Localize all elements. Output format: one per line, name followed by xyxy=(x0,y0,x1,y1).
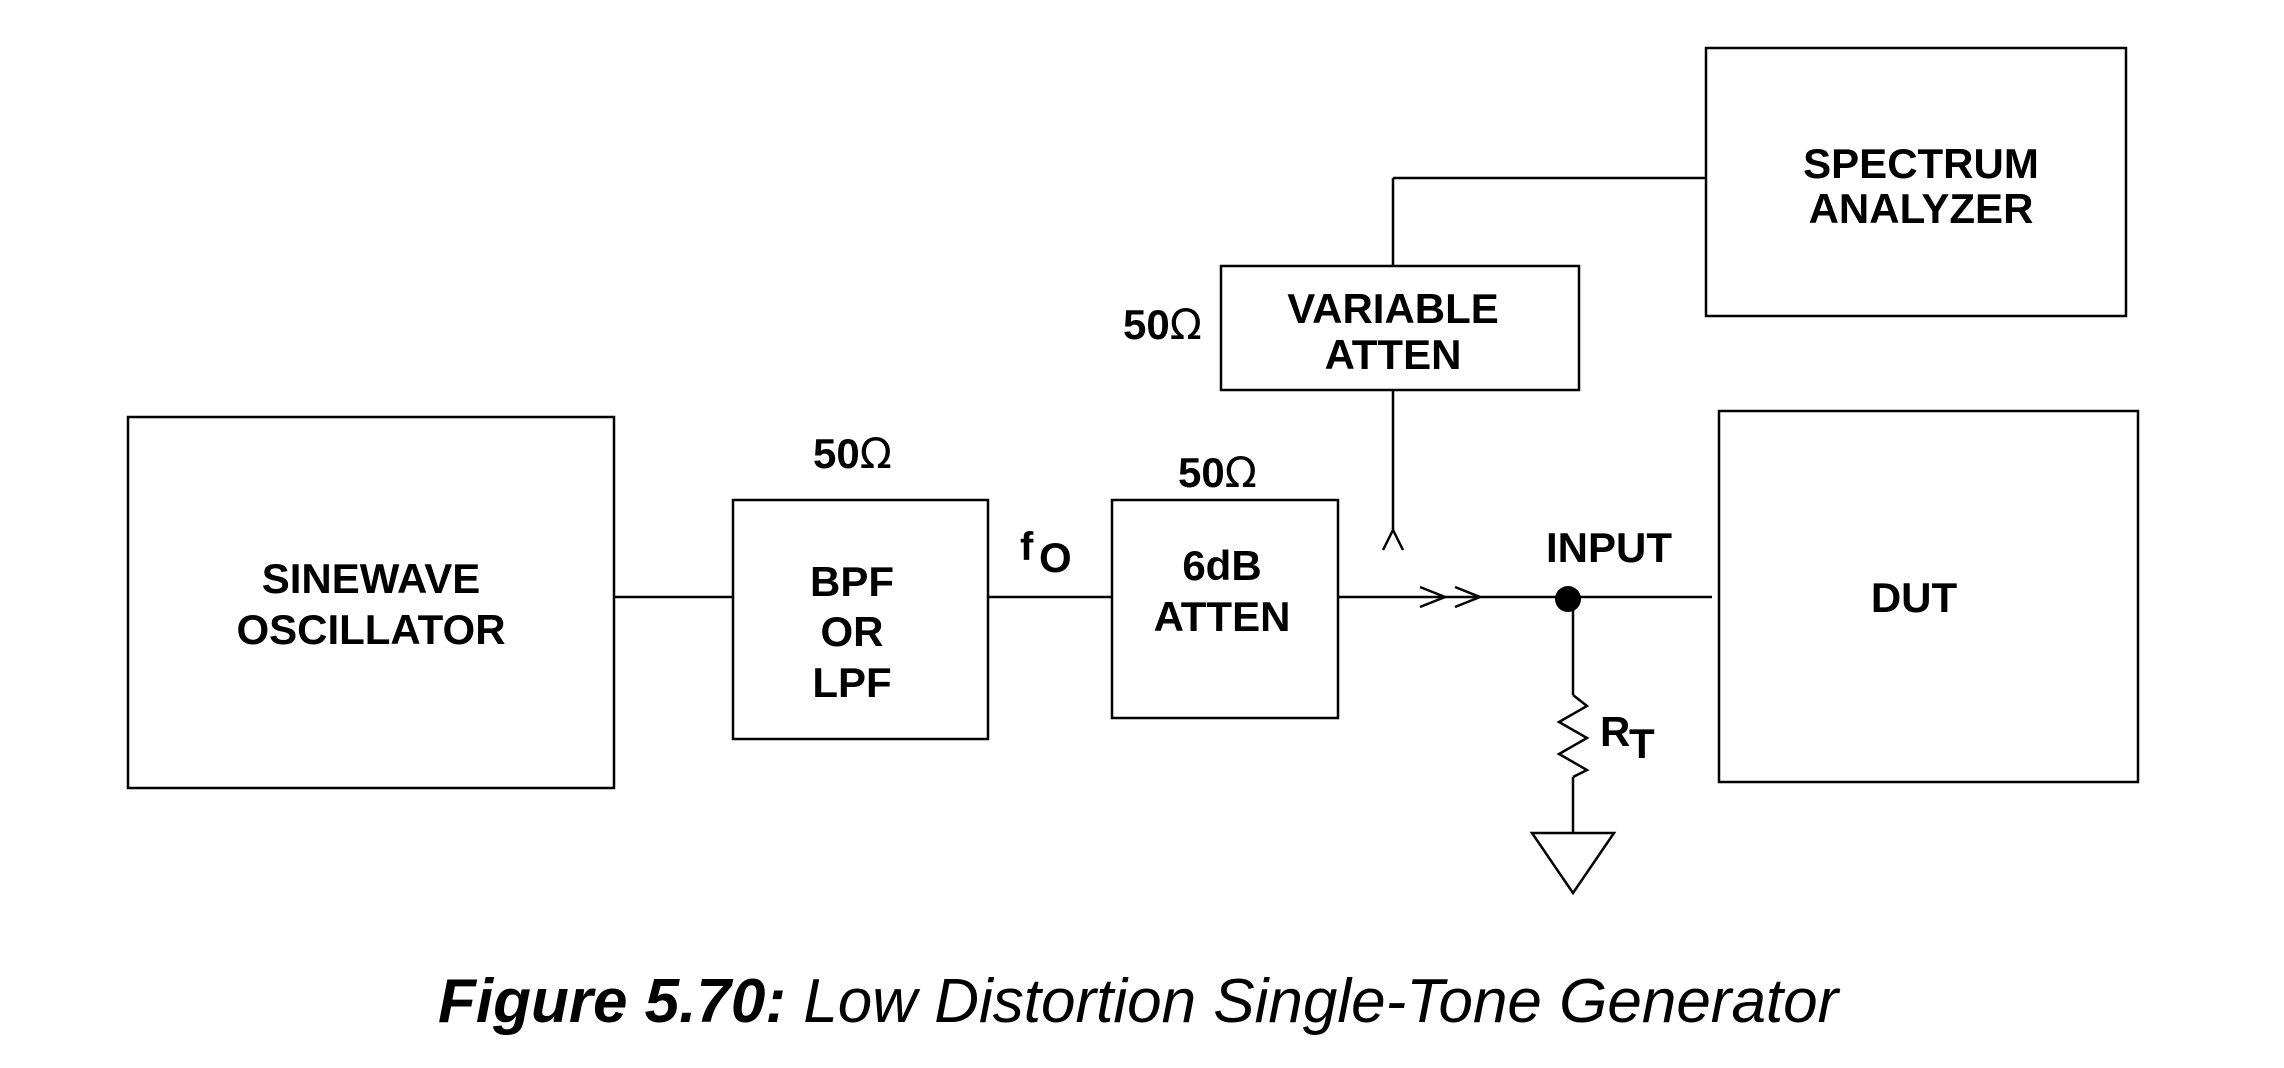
filter-label-line1: BPF xyxy=(810,558,894,605)
input-node xyxy=(1555,586,1581,612)
frequency-label: f O xyxy=(1020,525,1072,581)
filter-label-line3: LPF xyxy=(812,659,891,706)
analyzer-block: SPECTRUM ANALYZER xyxy=(1704,46,2128,318)
arrow-2 xyxy=(1454,585,1484,609)
fixed-atten-block: 6dB ATTEN xyxy=(1110,498,1340,720)
svg-text:T: T xyxy=(1629,720,1655,767)
svg-text:R: R xyxy=(1600,708,1630,755)
filter-block: BPF OR LPF xyxy=(731,498,990,741)
svg-text:O: O xyxy=(1039,534,1072,581)
figure-number: Figure 5.70: xyxy=(438,967,786,1036)
variable-atten-label-line2: ATTEN xyxy=(1325,331,1462,378)
probe-tip xyxy=(1381,527,1405,551)
fixed-atten-label-line2: ATTEN xyxy=(1154,593,1291,640)
figure-title: Low Distortion Single-Tone Generator xyxy=(803,967,1840,1036)
wires xyxy=(614,176,1712,896)
variable-atten-block: VARIABLE ATTEN xyxy=(1219,264,1581,392)
variable-atten-impedance-label: 50Ω xyxy=(1123,300,1202,349)
resistor-label: R T xyxy=(1600,708,1655,767)
input-label: INPUT xyxy=(1546,524,1672,571)
figure-caption: Figure 5.70: Low Distortion Single-Tone … xyxy=(438,967,1841,1036)
filter-impedance-label: 50Ω xyxy=(813,429,892,478)
analyzer-label-line2: ANALYZER xyxy=(1809,185,2034,232)
svg-text:f: f xyxy=(1020,525,1034,569)
filter-label-line2: OR xyxy=(821,608,884,655)
analyzer-label-line1: SPECTRUM xyxy=(1803,140,2039,187)
ground-icon xyxy=(1529,831,1617,896)
oscillator-block: SINEWAVE OSCILLATOR xyxy=(126,415,616,790)
fixed-atten-impedance-label: 50Ω xyxy=(1178,448,1257,497)
dut-block: DUT xyxy=(1717,409,2140,784)
arrow-1 xyxy=(1419,585,1449,609)
variable-atten-label-line1: VARIABLE xyxy=(1287,285,1499,332)
resistor-rt xyxy=(1556,694,1590,779)
fixed-atten-label-line1: 6dB xyxy=(1182,542,1261,589)
oscillator-label-line1: SINEWAVE xyxy=(262,555,481,602)
oscillator-label-line2: OSCILLATOR xyxy=(236,606,505,653)
dut-label: DUT xyxy=(1871,574,1958,621)
